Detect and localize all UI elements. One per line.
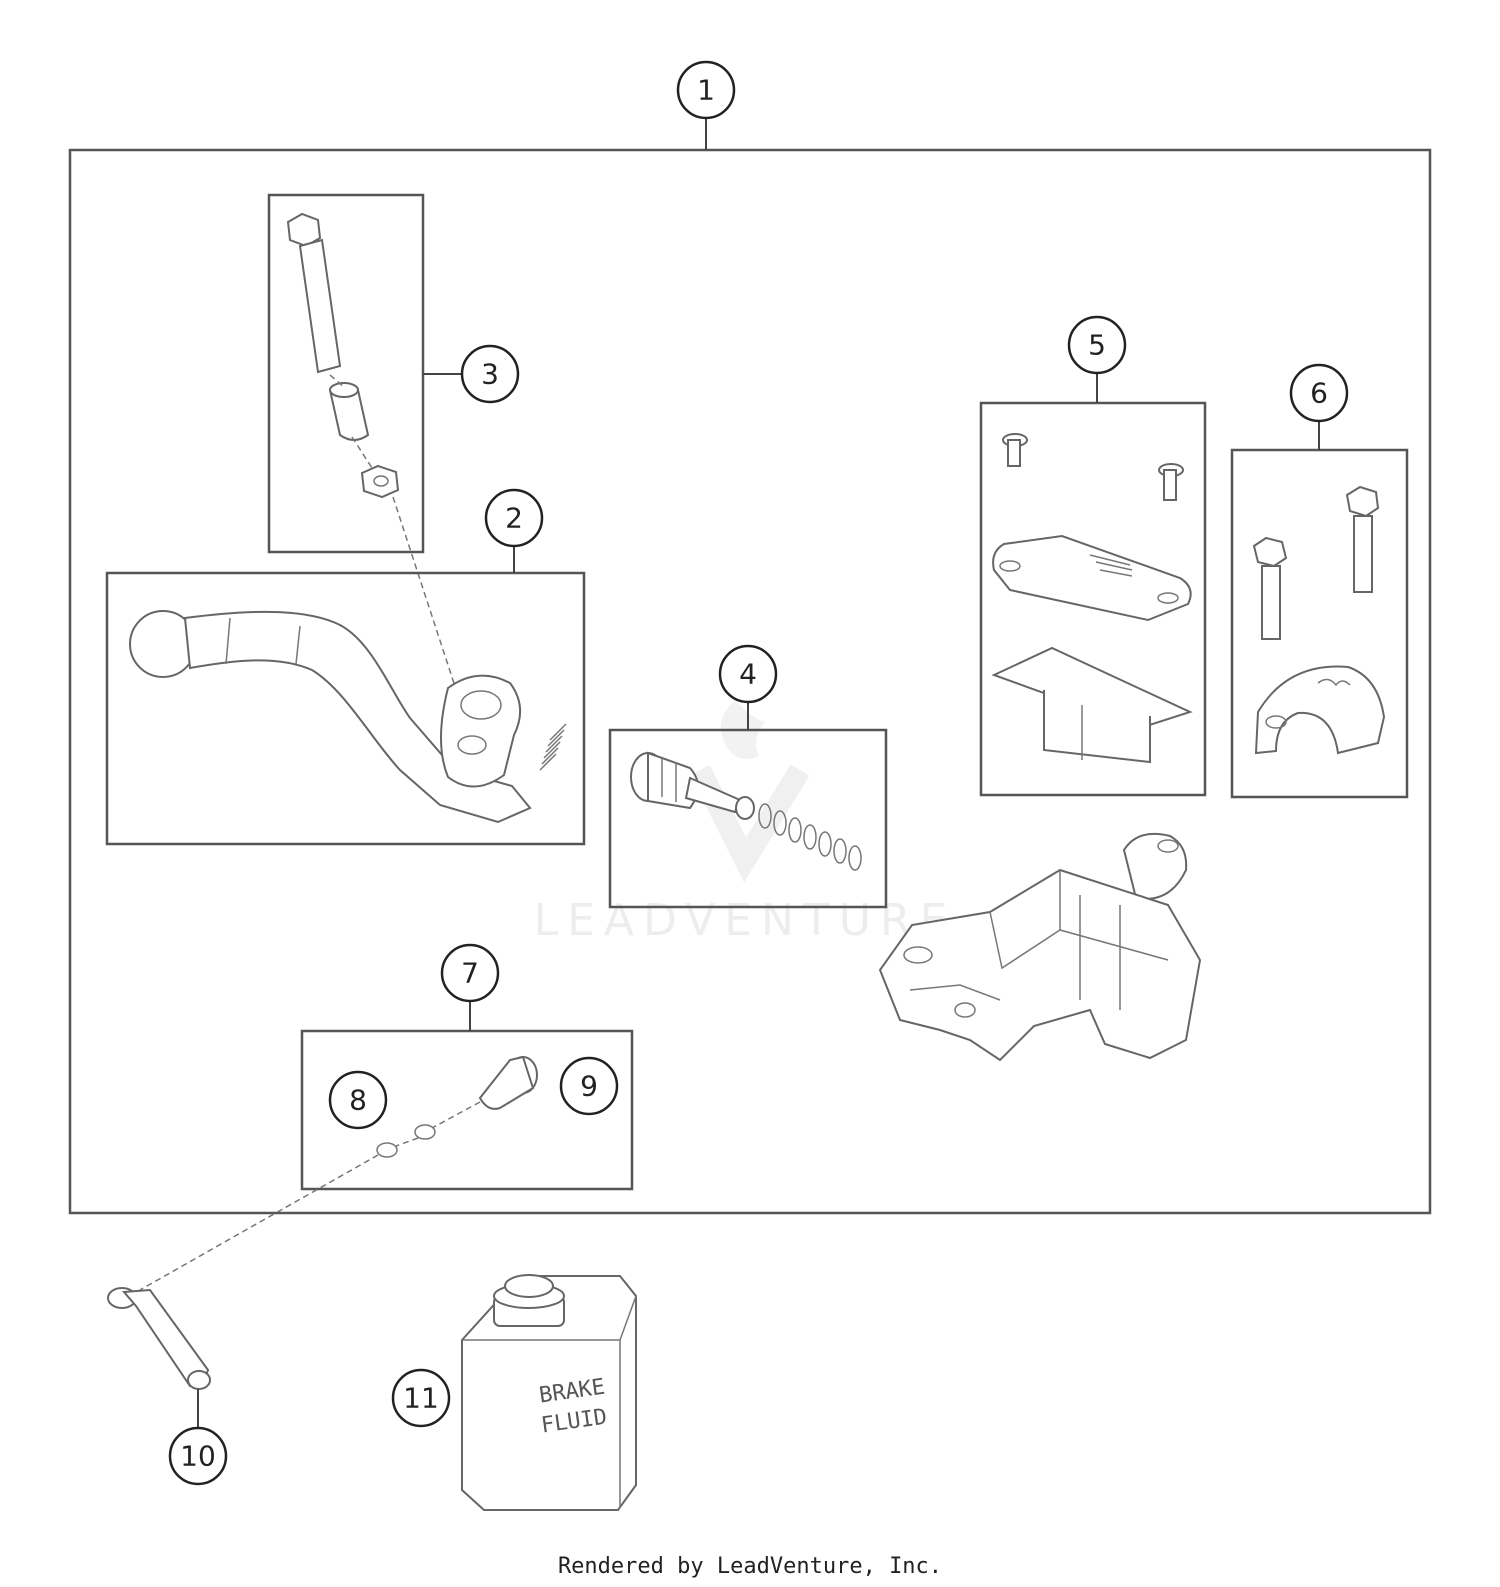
callout-3-label: 3 bbox=[481, 358, 499, 391]
piston-kit-part bbox=[630, 751, 862, 871]
clamp-part bbox=[1252, 485, 1386, 755]
kit-box-7 bbox=[300, 1029, 634, 1191]
callout-6: 6 bbox=[1289, 363, 1349, 423]
callout-7: 7 bbox=[440, 943, 500, 1003]
brake-fluid-can-part: BRAKE FLUID bbox=[461, 1274, 637, 1511]
master-cylinder-body bbox=[878, 832, 1202, 1062]
callout-4-label: 4 bbox=[739, 658, 757, 691]
clutch-lever-part bbox=[129, 610, 567, 824]
callout-5: 5 bbox=[1067, 315, 1127, 375]
callout-10: 10 bbox=[168, 1426, 228, 1486]
callout-2: 2 bbox=[484, 488, 544, 548]
callout-2-label: 2 bbox=[505, 502, 523, 535]
reservoir-cover-part bbox=[991, 433, 1193, 764]
banjo-bolt-part bbox=[107, 1287, 211, 1390]
callout-10-label: 10 bbox=[180, 1440, 216, 1473]
kit-box-5 bbox=[979, 401, 1207, 797]
callout-9-label: 9 bbox=[580, 1070, 598, 1103]
kit-box-3 bbox=[267, 193, 425, 554]
callout-4: 4 bbox=[718, 644, 778, 704]
callout-8: 8 bbox=[328, 1070, 388, 1130]
kit-box-2 bbox=[105, 571, 586, 846]
callout-6-label: 6 bbox=[1310, 377, 1328, 410]
callout-1: 1 bbox=[676, 60, 736, 120]
callout-5-label: 5 bbox=[1088, 329, 1106, 362]
render-credit: Rendered by LeadVenture, Inc. bbox=[557, 1554, 943, 1579]
watermark-text: LEADVENTURE bbox=[534, 895, 957, 946]
bleed-valve-part bbox=[376, 1055, 538, 1158]
callout-3: 3 bbox=[460, 344, 520, 404]
callout-9: 9 bbox=[559, 1056, 619, 1116]
callout-1-label: 1 bbox=[697, 74, 715, 107]
pivot-bolt-part bbox=[286, 212, 400, 499]
callout-11-label: 11 bbox=[403, 1382, 439, 1415]
watermark: LEADVENTURE bbox=[534, 700, 957, 946]
callout-11: 11 bbox=[391, 1368, 451, 1428]
callout-7-label: 7 bbox=[461, 957, 479, 990]
callout-8-label: 8 bbox=[349, 1084, 367, 1117]
assembly-box-1 bbox=[68, 148, 1432, 1215]
